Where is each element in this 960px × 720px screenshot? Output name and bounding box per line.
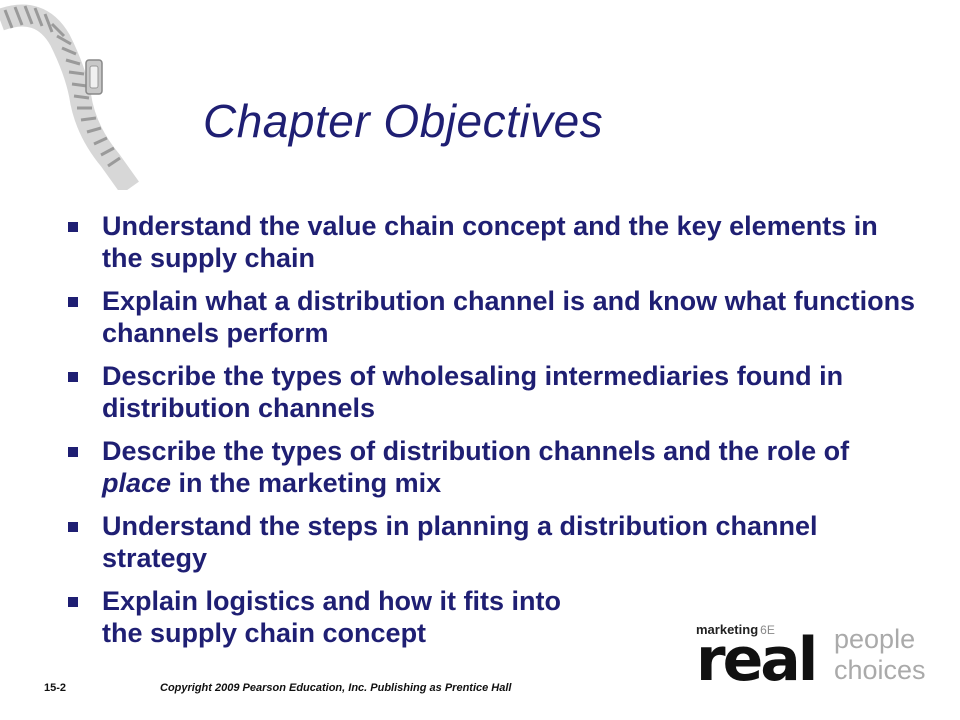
zipper-illustration [0, 4, 139, 190]
logo-real-word: real [696, 625, 818, 695]
square-bullet-icon [68, 372, 78, 382]
objectives-list: Understand the value chain concept and t… [60, 210, 920, 660]
list-item: Understand the steps in planning a distr… [60, 510, 920, 574]
square-bullet-icon [68, 222, 78, 232]
logo-choices-word: choices [834, 655, 926, 685]
list-item: Describe the types of distribution chann… [60, 435, 920, 499]
list-item: Understand the value chain concept and t… [60, 210, 920, 274]
logo-people-word: people [834, 624, 916, 654]
emphasis-place: place [102, 468, 172, 498]
page-number: 15-2 [44, 682, 67, 694]
copyright-text: Copyright 2009 Pearson Education, Inc. P… [160, 682, 512, 694]
square-bullet-icon [68, 522, 78, 532]
square-bullet-icon [68, 597, 78, 607]
slide-title: Chapter Objectives [203, 95, 604, 147]
square-bullet-icon [68, 297, 78, 307]
square-bullet-icon [68, 447, 78, 457]
list-item: Explain what a distribution channel is a… [60, 285, 920, 349]
list-item: Describe the types of wholesaling interm… [60, 360, 920, 424]
